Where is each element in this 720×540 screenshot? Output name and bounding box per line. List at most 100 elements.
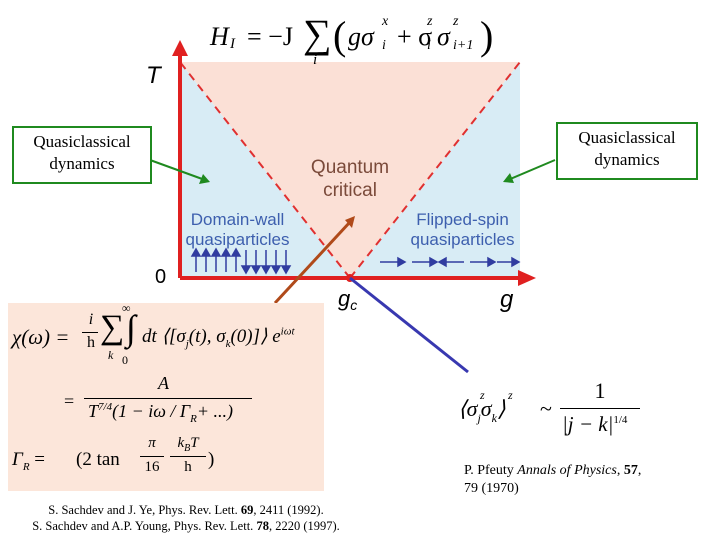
left-crossover-line xyxy=(179,61,351,279)
correlator-num: 1 xyxy=(594,378,606,403)
correlator-ket: ⟩ xyxy=(496,396,506,421)
gamma-frac2-sub: B xyxy=(184,443,191,454)
formula-pointer-line xyxy=(273,220,352,305)
chi-sub-k: k xyxy=(225,338,231,350)
correlator-sup1: z xyxy=(480,388,485,402)
flipped-spin-line1: Flipped-spin xyxy=(416,210,509,229)
gamma-frac2-num: kBT xyxy=(170,435,206,454)
chi-integral-symbol: ∫ xyxy=(126,308,136,348)
left-callout-line1: Quasiclassical xyxy=(33,132,131,151)
hamiltonian-plus: + σ xyxy=(397,22,433,51)
left-callout-arrowhead xyxy=(199,174,210,184)
sachdev-references: S. Sachdev and J. Ye, Phys. Rev. Lett. 6… xyxy=(0,502,372,534)
eq2-bar xyxy=(84,398,252,399)
chi-body: dt ⟨[σj(t), σk(0)]⟩ eiωt xyxy=(142,325,295,350)
sum-symbol: ∑ xyxy=(303,11,332,56)
eq2-den-t: T xyxy=(88,401,99,421)
chi-integral-upper: ∞ xyxy=(122,301,131,315)
correlator-den-exp: 1/4 xyxy=(613,414,628,426)
correlator-sup2: z xyxy=(508,388,513,402)
chi-body-c: (0)]⟩ e xyxy=(230,326,281,347)
hamiltonian-lhs: H xyxy=(210,22,229,51)
zz-sup1: z xyxy=(427,14,433,29)
chi-prefactor-bar xyxy=(82,332,98,333)
pfeuty-journal: Annals of Physics xyxy=(517,463,617,478)
reference-line-1: S. Sachdev and J. Ye, Phys. Rev. Lett. 6… xyxy=(0,502,372,518)
zz-sub1: i xyxy=(427,38,431,53)
eq2-den: T7/4(1 − iω / ΓR+ ...) xyxy=(88,401,233,425)
correlator-mid: σ xyxy=(480,396,492,421)
left-paren: ( xyxy=(333,13,347,58)
reference-line-2: S. Sachdev and A.P. Young, Phys. Rev. Le… xyxy=(0,518,372,534)
sum-index: i xyxy=(313,52,318,68)
chi-integral-lower: 0 xyxy=(122,353,128,367)
gamma-symbol: Γ xyxy=(12,449,23,470)
eq2-den-exp: 7/4 xyxy=(98,401,113,413)
eq2-prefix: = xyxy=(64,391,75,411)
origin-label: 0 xyxy=(155,266,167,288)
correlator-sub1: j xyxy=(477,411,481,425)
correlator-bra: ⟨σ xyxy=(458,396,478,421)
hamiltonian-equals: = −J xyxy=(247,22,293,51)
critical-region xyxy=(180,62,520,278)
gamma-rhs-end: ) xyxy=(208,449,215,470)
quantum-critical-label: Quantum critical xyxy=(290,156,410,202)
flipped-spin-line2: quasiparticles xyxy=(410,230,515,249)
correlator-sim: ~ xyxy=(540,396,552,421)
gamma-frac1-den: 16 xyxy=(144,459,160,475)
gamma-rhs-pre: (2 tan xyxy=(76,449,120,470)
domain-wall-label: Domain-wall quasiparticles xyxy=(175,210,300,250)
gamma-frac2-t: T xyxy=(190,435,199,451)
ref2-post: , 2220 (1997). xyxy=(268,519,340,533)
hamiltonian-term-sub: i xyxy=(382,38,386,53)
correlator-den: |j − k|1/4 xyxy=(562,412,627,437)
gamma-frac1-num: π xyxy=(148,435,156,451)
correlator-den-text: |j − k| xyxy=(562,412,614,436)
eq2-num: A xyxy=(158,373,169,393)
gamma-sub: R xyxy=(22,461,30,473)
chi-exp: iωt xyxy=(280,325,295,338)
pfeuty-author: P. Pfeuty xyxy=(464,463,518,478)
zz-sub2: i+1 xyxy=(453,38,474,53)
left-quasiclassical-callout: Quasiclassical dynamics xyxy=(12,126,152,184)
correlator-sub2: k xyxy=(491,411,497,425)
chi-sum-symbol: ∑ xyxy=(100,309,125,346)
right-callout-pointer xyxy=(507,159,556,181)
formula-pointer-arrowhead xyxy=(345,216,355,228)
gamma-eq: = xyxy=(34,449,46,470)
ref1-vol: 69 xyxy=(240,503,254,517)
eq2-den-sub: R xyxy=(190,413,197,425)
critical-point-label: gc xyxy=(338,286,357,313)
critical-point-sub: c xyxy=(350,297,358,313)
chi-prefactor-num: i xyxy=(88,311,94,328)
correlator-formula: ⟨σjσk⟩ z z ~ 1 |j − k|1/4 xyxy=(458,378,658,454)
gamma-frac1-bar xyxy=(140,456,164,457)
pfeuty-reference: P. Pfeuty Annals of Physics, 57, 79 (197… xyxy=(464,463,642,496)
gamma-frac2-k: k xyxy=(177,435,185,451)
hamiltonian-equation: H I = −J ∑ i ( gσ x i + σ z i σ z i+1 ) xyxy=(205,10,505,70)
domain-wall-line2: quasiparticles xyxy=(185,230,290,249)
critical-point-g: g xyxy=(338,286,351,311)
zz-sup2: z xyxy=(453,14,459,29)
left-callout-line2: dynamics xyxy=(49,154,115,173)
right-paren: ) xyxy=(480,13,494,58)
right-callout-line2: dynamics xyxy=(594,150,660,169)
chi-sub-j: j xyxy=(185,338,189,350)
right-callout-arrowhead xyxy=(503,173,514,183)
chi-sum-index: k xyxy=(108,348,114,362)
gamma-lhs: ΓR = xyxy=(12,449,45,473)
susceptibility-formula-panel: χ(ω) = i h ∑ k ∞ ∫ 0 dt ⟨[σj(t), σk(0)]⟩… xyxy=(8,301,324,491)
quantum-critical-line2: critical xyxy=(323,180,377,201)
ref1-pre: S. Sachdev and J. Ye, Phys. Rev. Lett. xyxy=(48,503,241,517)
flipped-spin-label: Flipped-spin quasiparticles xyxy=(400,210,525,250)
flipped-spin-arrows xyxy=(380,256,521,268)
right-callout-line1: Quasiclassical xyxy=(578,128,676,147)
correlator-bar xyxy=(560,408,640,409)
gamma-frac2-bar xyxy=(170,456,206,457)
ref2-pre: S. Sachdev and A.P. Young, Phys. Rev. Le… xyxy=(32,519,257,533)
correlator-lhs: ⟨σjσk⟩ xyxy=(458,396,506,426)
gamma-frac2-den: h xyxy=(184,459,192,475)
right-crossover-line xyxy=(349,61,521,279)
chi-lhs: χ(ω) = xyxy=(12,325,70,349)
